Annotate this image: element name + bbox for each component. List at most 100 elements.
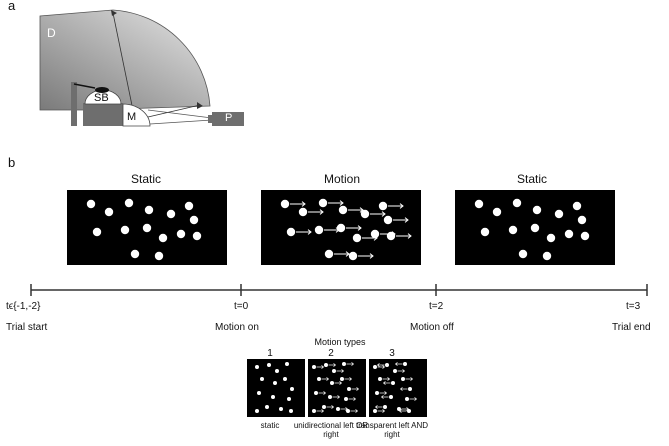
ray-arrowhead-1 bbox=[111, 10, 117, 16]
dot bbox=[577, 215, 587, 225]
dot bbox=[130, 249, 140, 259]
dot bbox=[265, 405, 269, 409]
dot bbox=[328, 395, 332, 399]
dot bbox=[393, 369, 397, 373]
motion-arrow-head bbox=[321, 409, 325, 413]
motion-arrow-head bbox=[369, 253, 374, 259]
motion-type-thumb-1 bbox=[247, 359, 305, 417]
projector bbox=[212, 112, 244, 126]
event-label-trial-end: Trial end bbox=[612, 322, 651, 333]
dot bbox=[346, 409, 350, 413]
dot bbox=[480, 227, 490, 237]
projector-lens bbox=[208, 115, 212, 123]
dot bbox=[260, 377, 264, 381]
motion-arrow-right-head bbox=[402, 369, 406, 373]
motion-type-number-1: 1 bbox=[267, 348, 273, 359]
motion-arrow-left-head bbox=[382, 381, 386, 385]
dot bbox=[360, 209, 370, 219]
ray-arrowhead-2 bbox=[197, 102, 203, 109]
dot bbox=[192, 231, 202, 241]
projector-beam-lower bbox=[149, 119, 213, 125]
motion-arrow-head bbox=[359, 207, 364, 213]
dot bbox=[154, 251, 164, 261]
trial-timeline bbox=[30, 284, 648, 296]
dot bbox=[344, 397, 348, 401]
dome-label: D bbox=[47, 26, 56, 40]
motion-arrow-head bbox=[333, 363, 337, 367]
tick-label-t3: t=3 bbox=[626, 301, 641, 312]
dot bbox=[370, 229, 380, 239]
motion-arrow-head bbox=[353, 397, 357, 401]
motion-arrow-head bbox=[339, 200, 344, 206]
dot bbox=[572, 201, 582, 211]
dot bbox=[508, 225, 518, 235]
motion-arrow-head bbox=[349, 377, 353, 381]
dot bbox=[267, 363, 271, 367]
animal-holder bbox=[73, 83, 96, 89]
dot bbox=[317, 377, 321, 381]
motion-arrow-right-head bbox=[382, 365, 386, 369]
motion-type-thumb-2 bbox=[308, 359, 366, 417]
dot bbox=[403, 362, 407, 366]
dot bbox=[158, 233, 168, 243]
dot bbox=[275, 369, 279, 373]
dot bbox=[324, 249, 334, 259]
dot bbox=[176, 229, 186, 239]
phase-title-static-2: Static bbox=[516, 172, 547, 186]
motion-arrow-head bbox=[341, 369, 345, 373]
mirror-label: M bbox=[127, 111, 137, 123]
motion-arrow-head bbox=[339, 381, 343, 385]
motion-arrow-right-head bbox=[382, 409, 386, 413]
motion-arrow-head bbox=[351, 362, 355, 366]
setup-diagram bbox=[39, 9, 244, 127]
motion-arrow-left-head bbox=[376, 363, 380, 367]
motion-arrow-left-head bbox=[374, 405, 378, 409]
dot bbox=[530, 223, 540, 233]
motion-arrow-head bbox=[319, 209, 324, 215]
motion-arrow-left-head bbox=[398, 409, 402, 413]
dot bbox=[554, 209, 564, 219]
panel-label-a: a bbox=[8, 0, 16, 13]
projector-label: P bbox=[225, 112, 233, 124]
dot bbox=[407, 409, 411, 413]
dot bbox=[312, 409, 316, 413]
motion-arrow-head bbox=[399, 203, 404, 209]
dot bbox=[257, 391, 261, 395]
motion-type-thumb-3 bbox=[369, 359, 427, 417]
stimulus-box-1 bbox=[67, 190, 227, 265]
motion-arrow-head bbox=[381, 211, 386, 217]
motion-arrow-head bbox=[301, 201, 306, 207]
dot bbox=[120, 225, 130, 235]
dot bbox=[255, 409, 259, 413]
dot bbox=[142, 223, 152, 233]
dot bbox=[290, 387, 294, 391]
dot bbox=[347, 387, 351, 391]
motion-arrow-head bbox=[407, 233, 412, 239]
dot bbox=[286, 227, 296, 237]
projection-dome bbox=[39, 9, 211, 111]
dot bbox=[474, 199, 484, 209]
dot bbox=[280, 199, 290, 209]
tick-label-start: tϵ{-1,-2} bbox=[6, 301, 41, 312]
motion-arrow-right-head bbox=[406, 407, 410, 411]
motion-arrow-head bbox=[337, 395, 341, 399]
dot bbox=[340, 377, 344, 381]
event-label-motion-on: Motion on bbox=[215, 322, 259, 333]
tick-label-t0: t=0 bbox=[234, 301, 249, 312]
dot bbox=[342, 362, 346, 366]
motion-arrow-right-head bbox=[410, 377, 414, 381]
dot bbox=[542, 251, 552, 261]
motion-type-desc-2: unidirectional left OR right bbox=[293, 421, 369, 439]
dot bbox=[373, 365, 377, 369]
dot bbox=[408, 387, 412, 391]
dot bbox=[391, 381, 395, 385]
dot bbox=[383, 215, 393, 225]
stimulus-phases bbox=[67, 190, 615, 265]
motion-arrow-head bbox=[345, 251, 350, 257]
tick-label-t2: t=2 bbox=[429, 301, 444, 312]
dot bbox=[330, 381, 334, 385]
dot bbox=[255, 365, 259, 369]
dot bbox=[144, 205, 154, 215]
motion-arrow-head bbox=[323, 391, 327, 395]
dot bbox=[492, 207, 502, 217]
